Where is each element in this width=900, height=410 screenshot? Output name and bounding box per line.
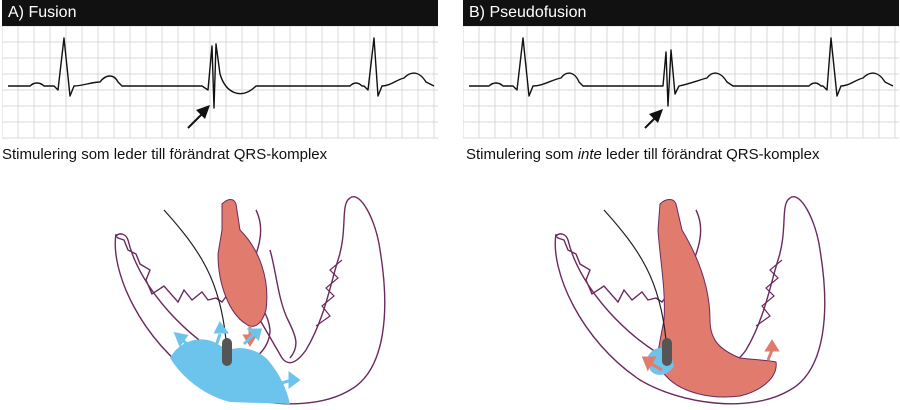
- paced-activation: [170, 339, 290, 404]
- arrow-icon: [187, 105, 210, 129]
- ecg-trace: [469, 37, 894, 107]
- heart-diagram-fusion: [114, 195, 386, 405]
- panel-caption: Stimulering som leder till förändrat QRS…: [2, 146, 328, 163]
- panel-title: B) Pseudofusion: [463, 0, 899, 26]
- pacing-electrode: [662, 338, 672, 366]
- right-ventricle-wall: [315, 259, 343, 327]
- heart-outline: [115, 233, 271, 363]
- ecg-strip-pseudofusion: [463, 26, 899, 139]
- ecg-trace: [8, 37, 435, 109]
- panel-caption: Stimulering som inte leder till förändra…: [466, 146, 820, 163]
- heart-diagram-pseudofusion: [554, 195, 826, 405]
- panel-fusion: A) Fusion: [2, 0, 438, 163]
- ecg-strip-fusion: [2, 26, 438, 139]
- arrow-icon: [173, 321, 301, 389]
- right-ventricle-wall: [755, 259, 783, 327]
- native-activation: [217, 199, 268, 327]
- native-activation: [655, 199, 777, 398]
- panel-title: A) Fusion: [2, 0, 438, 26]
- arrow-icon: [641, 339, 780, 372]
- pacing-lead: [603, 209, 667, 341]
- arrow-icon: [644, 109, 663, 129]
- panel-pseudofusion: B) Pseudofusion: [463, 0, 899, 163]
- septum-wall: [269, 249, 297, 359]
- pacing-lead: [163, 209, 227, 341]
- pacing-electrode: [222, 338, 232, 366]
